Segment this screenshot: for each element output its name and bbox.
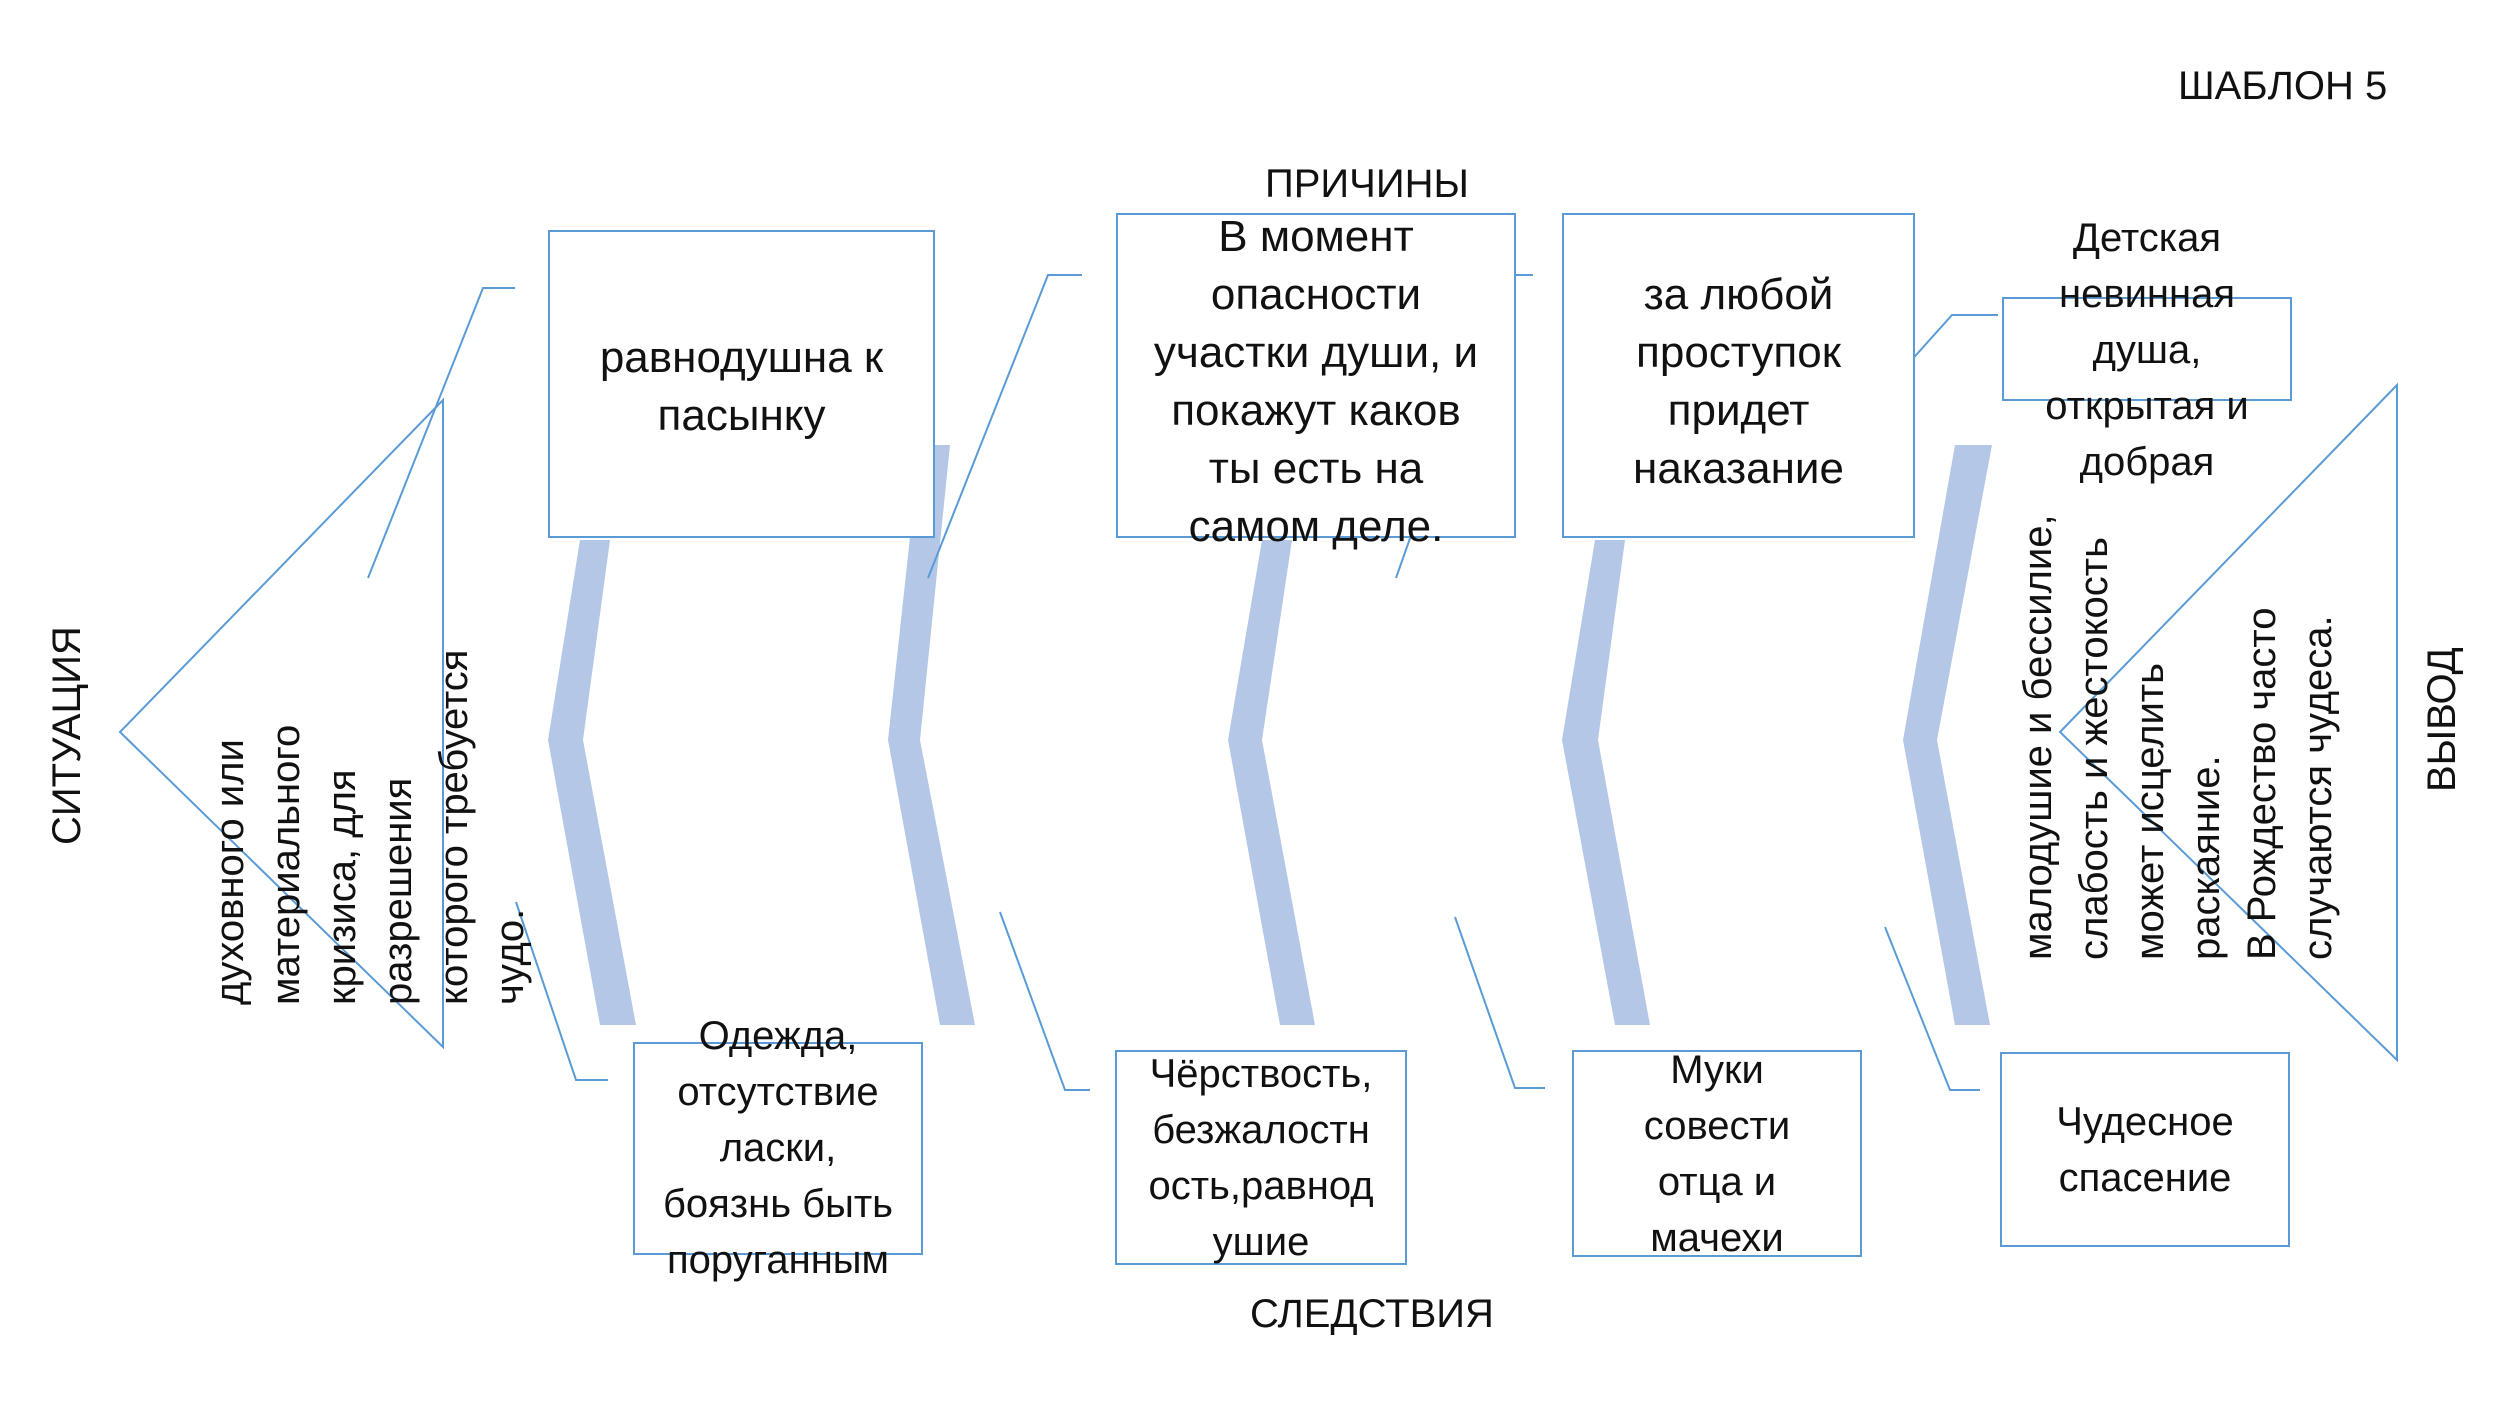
- effect-text-3: Муки совести отца и мачехи: [1643, 1048, 1791, 1260]
- connector-cause-1: [367, 287, 515, 579]
- connector-effect-1: [515, 901, 608, 1081]
- cause-text-2: В момент опасности участки души, и покаж…: [1153, 212, 1479, 551]
- effect-box-1: [633, 1042, 923, 1255]
- situation-triangle: [118, 397, 444, 1050]
- effect-box-4: [2000, 1052, 2290, 1247]
- conclusion-heading: ВЫВОД: [2420, 647, 2464, 792]
- spine-chevrons: [548, 445, 1992, 1025]
- cause-box-2: [1116, 213, 1516, 538]
- spine-chevron-3: [1228, 540, 1315, 1025]
- spine-chevron-4: [1562, 540, 1650, 1025]
- conclusion-triangle: [2058, 382, 2398, 1063]
- connector-cause-2: [927, 274, 1082, 579]
- conclusion-text: малодушие и бессилие, слабость и жестоко…: [2016, 514, 2340, 960]
- cause-box-4: [2002, 297, 2292, 401]
- causes-heading: ПРИЧИНЫ: [1265, 162, 1469, 206]
- connector-effect-2: [999, 911, 1090, 1091]
- situation-text: духовного или материального кризиса, для…: [208, 649, 532, 1005]
- template-label: ШАБЛОН 5: [2178, 64, 2388, 108]
- spine-chevron-2: [888, 445, 975, 1025]
- effect-box-2: [1115, 1050, 1407, 1265]
- cause-text-1: равнодушна к пасынку: [599, 333, 884, 440]
- effect-text-1: Одежда, отсутствие ласки, боязнь быть по…: [662, 1014, 894, 1282]
- situation-heading: СИТУАЦИЯ: [45, 626, 89, 845]
- spine-chevron-5: [1903, 445, 1992, 1025]
- cause-box-1: [548, 230, 935, 538]
- connector-effect-3: [1454, 916, 1545, 1089]
- effect-text-4: Чудесное спасение: [2056, 1100, 2234, 1200]
- cause-text-3: за любой проступок придет наказание: [1633, 270, 1844, 493]
- cause-box-3: [1562, 213, 1915, 538]
- cause-text-4: Детская невинная душа, открытая и добрая: [2045, 216, 2249, 484]
- spine-chevron-1: [548, 540, 636, 1025]
- effects-heading: СЛЕДСТВИЯ: [1250, 1292, 1494, 1336]
- effect-box-3: [1572, 1050, 1862, 1257]
- effect-text-2: Чёрствость, безжалостн ость,равнод ушие: [1148, 1052, 1374, 1264]
- connector-effect-4: [1884, 926, 1980, 1091]
